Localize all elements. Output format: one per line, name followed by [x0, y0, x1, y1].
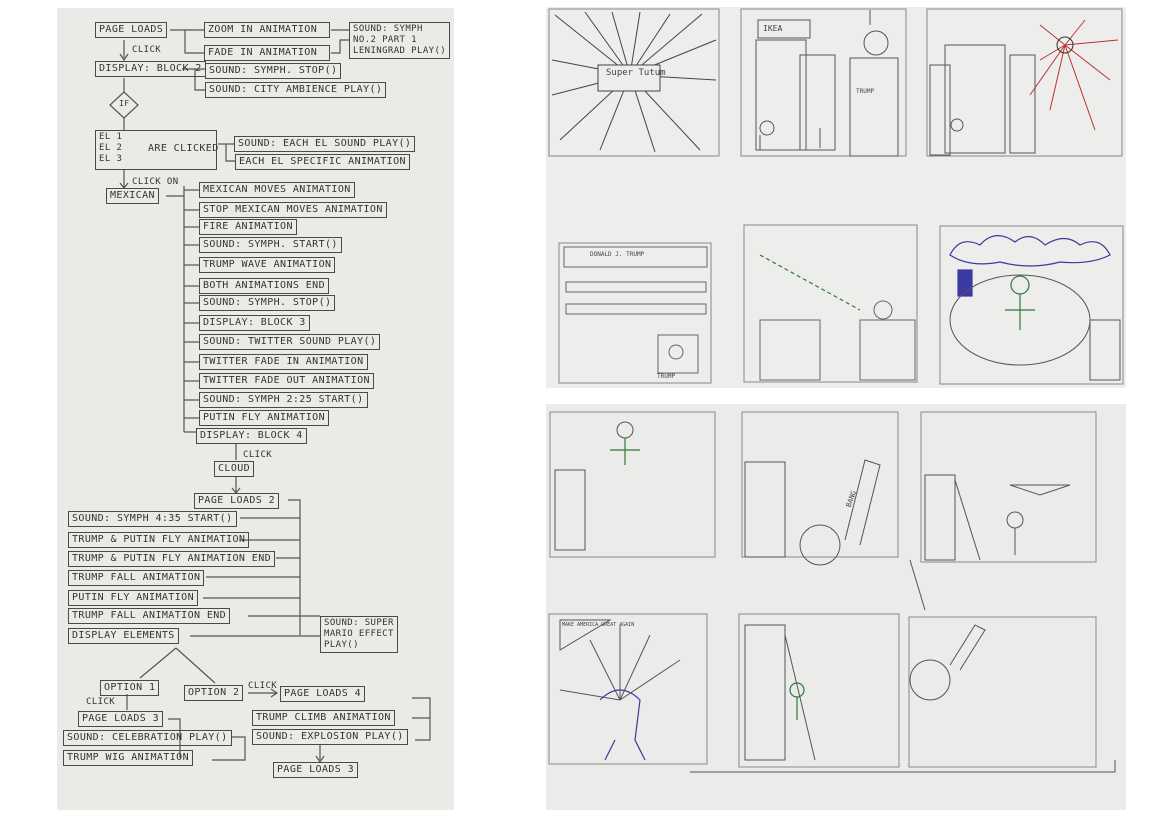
- if-label: IF: [119, 99, 130, 108]
- seq-box-12: SOUND: SYMPH 2:25 START(): [199, 392, 368, 408]
- tweet-name: DONALD J. TRUMP: [590, 251, 645, 258]
- seq-box-14: DISPLAY: BLOCK 4: [196, 428, 307, 444]
- els-list: EL 1 EL 2 EL 3: [99, 132, 123, 164]
- flowchart-sheet: [57, 8, 454, 810]
- seq-box-3: FIRE ANIMATION: [199, 219, 297, 235]
- page-loads-2-box: PAGE LOADS 2: [194, 493, 280, 509]
- click-label-4: CLICK: [86, 697, 116, 707]
- seq2-box-1: SOUND: SYMPH 4:35 START(): [68, 511, 237, 527]
- seq-box-7: SOUND: SYMPH. STOP(): [199, 295, 336, 311]
- are-clicked-label: ARE CLICKED: [148, 143, 219, 154]
- seq-box-11: TWITTER FADE OUT ANIMATION: [199, 373, 374, 389]
- zoom-in-box: ZOOM IN ANIMATION: [204, 22, 330, 38]
- seq-box-4: SOUND: SYMPH. START(): [199, 237, 342, 253]
- click-on-label: CLICK ON: [132, 177, 179, 187]
- option1-box: OPTION 1: [100, 680, 160, 696]
- climb-box: TRUMP CLIMB ANIMATION: [252, 710, 395, 726]
- page-loads-4-box: PAGE LOADS 4: [280, 686, 366, 702]
- seq-box-8: DISPLAY: BLOCK 3: [199, 315, 310, 331]
- display-block2-box: DISPLAY: BLOCK 2: [95, 61, 206, 77]
- click-label-3: CLICK: [248, 681, 278, 691]
- fade-in-box: FADE IN ANIMATION: [204, 45, 330, 61]
- seq2-box-2: TRUMP & PUTIN FLY ANIMATION: [68, 532, 250, 548]
- symph-stop-box: SOUND: SYMPH. STOP(): [205, 63, 342, 79]
- seq-box-9: SOUND: TWITTER SOUND PLAY(): [199, 334, 381, 350]
- seq-box-13: PUTIN FLY ANIMATION: [199, 410, 329, 426]
- seq-box-2: STOP MEXICAN MOVES ANIMATION: [199, 202, 387, 218]
- els-box: EL 1 EL 2 EL 3 ARE CLICKED: [95, 130, 219, 170]
- seq2-box-3: TRUMP & PUTIN FLY ANIMATION END: [68, 551, 276, 567]
- click-label: CLICK: [132, 45, 162, 55]
- click-label-2: CLICK: [243, 450, 273, 460]
- each-el-anim-box: EACH EL SPECIFIC ANIMATION: [235, 154, 410, 170]
- option2-box: OPTION 2: [184, 685, 244, 701]
- page-loads-box: PAGE LOADS: [95, 22, 168, 38]
- sound-symph-box: SOUND: SYMPH NO.2 PART 1 LENINGRAD PLAY(…: [349, 22, 451, 59]
- mexican-box: MEXICAN: [106, 188, 159, 204]
- seq2-box-4: TRUMP FALL ANIMATION: [68, 570, 205, 586]
- seq2-box-7: DISPLAY ELEMENTS: [68, 628, 179, 644]
- trump-tower-sign: TRUMP: [856, 88, 875, 95]
- seq-box-1: MEXICAN MOVES ANIMATION: [199, 182, 355, 198]
- seq2-box-6: TRUMP FALL ANIMATION END: [68, 608, 231, 624]
- seq2-box-5: PUTIN FLY ANIMATION: [68, 590, 198, 606]
- seq-box-10: TWITTER FADE IN ANIMATION: [199, 354, 368, 370]
- cloud-box: CLOUD: [214, 461, 255, 477]
- each-el-sound-box: SOUND: EACH EL SOUND PLAY(): [234, 136, 416, 152]
- super-title: Super Tutum: [606, 68, 666, 78]
- ikea-sign: IKEA: [763, 24, 783, 33]
- trump-label: TRUMP: [657, 373, 676, 380]
- page-loads-3-box-b: PAGE LOADS 3: [273, 762, 359, 778]
- explosion-box: SOUND: EXPLOSION PLAY(): [252, 729, 408, 745]
- city-ambience-box: SOUND: CITY AMBIENCE PLAY(): [205, 82, 387, 98]
- celebration-box: SOUND: CELEBRATION PLAY(): [63, 730, 232, 746]
- wig-box: TRUMP WIG ANIMATION: [63, 750, 193, 766]
- sign-text: MAKE AMERICA GREAT AGAIN: [562, 622, 635, 628]
- page-loads-3-box-a: PAGE LOADS 3: [78, 711, 164, 727]
- seq-box-5: TRUMP WAVE ANIMATION: [199, 257, 336, 273]
- storyboard-sheet-bottom: [546, 404, 1126, 810]
- super-mario-box: SOUND: SUPER MARIO EFFECT PLAY(): [320, 616, 398, 653]
- seq-box-6: BOTH ANIMATIONS END: [199, 278, 329, 294]
